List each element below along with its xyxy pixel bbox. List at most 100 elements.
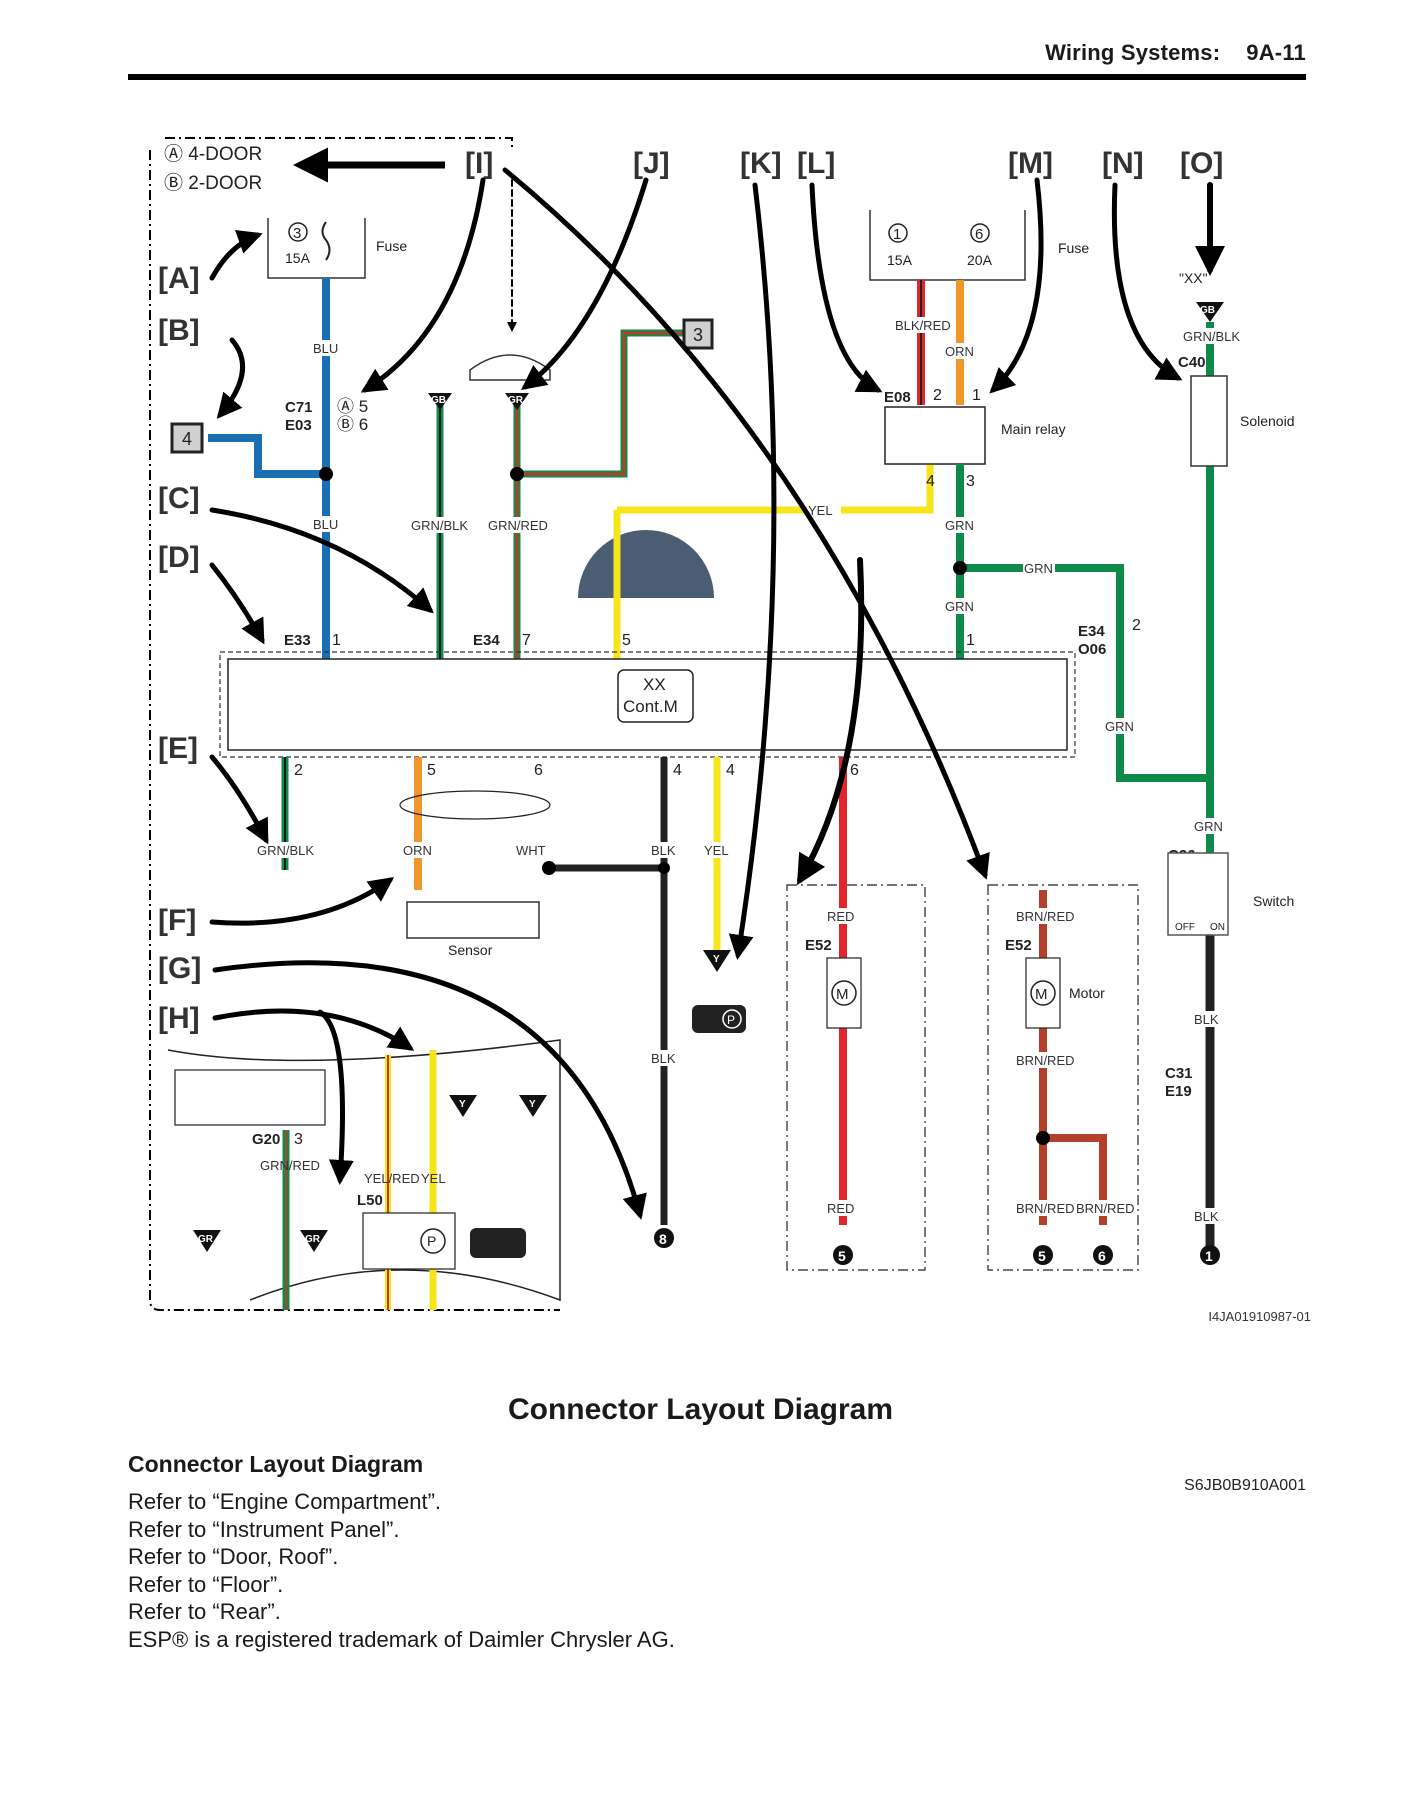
- fuel-pump-icon: [692, 1005, 746, 1033]
- svg-text:1: 1: [332, 632, 341, 649]
- legend-2door: Ⓑ 2-DOOR: [164, 172, 262, 194]
- svg-text:GB: GB: [1200, 305, 1215, 316]
- fuse-icon: [321, 221, 331, 261]
- svg-text:BLK/RED: BLK/RED: [895, 318, 951, 333]
- wire-yel: [617, 465, 934, 514]
- svg-text:P: P: [427, 1233, 436, 1249]
- wire-grn-red-branch: [517, 331, 683, 476]
- svg-text:BLK: BLK: [651, 843, 676, 858]
- callout-o: [O]: [1180, 147, 1223, 180]
- callout-k: [K]: [740, 147, 782, 180]
- watermark-image: [578, 530, 714, 598]
- callout-g: [G]: [158, 952, 201, 985]
- cutaway-panel: [167, 1039, 561, 1302]
- svg-text:Ⓐ 5: Ⓐ 5: [337, 397, 368, 416]
- connector-e33: E33: [284, 632, 311, 649]
- xx-label: "XX": [1179, 270, 1208, 286]
- page-ref-box-3[interactable]: [682, 318, 714, 350]
- module-icon: [617, 669, 694, 723]
- variant-a-box: [786, 884, 926, 1271]
- svg-text:M: M: [836, 986, 849, 1003]
- splice-point: [319, 467, 333, 481]
- connector-e03: E03: [285, 417, 312, 434]
- svg-text:1: 1: [893, 226, 901, 243]
- figure-id: I4JA01910987-01: [1208, 1309, 1311, 1324]
- callout-n: [N]: [1102, 147, 1144, 180]
- svg-text:ORN: ORN: [945, 344, 974, 359]
- svg-text:5: 5: [427, 762, 436, 779]
- reference-item: Refer to “Instrument Panel”.: [128, 1516, 400, 1542]
- svg-text:RED: RED: [827, 909, 854, 924]
- svg-text:E52: E52: [1005, 937, 1032, 954]
- svg-text:GRN/BLK: GRN/BLK: [257, 843, 314, 858]
- svg-text:G20: G20: [252, 1131, 280, 1148]
- ground-8: [654, 1228, 674, 1248]
- svg-text:GRN/BLK: GRN/BLK: [1183, 329, 1240, 344]
- connector-e34-o06: E34: [1078, 623, 1105, 640]
- svg-text:BRN/RED: BRN/RED: [1016, 909, 1075, 924]
- callout-b: [B]: [158, 314, 200, 347]
- fuse-label-left: Fuse: [376, 238, 407, 254]
- svg-text:OFF: OFF: [1175, 922, 1195, 933]
- main-relay: [884, 406, 986, 465]
- reference-item: Refer to “Floor”.: [128, 1571, 284, 1597]
- svg-text:15A: 15A: [887, 252, 913, 268]
- svg-text:BRN/RED: BRN/RED: [1016, 1201, 1075, 1216]
- fuel-pump: [362, 1212, 456, 1270]
- svg-text:P: P: [727, 1013, 735, 1027]
- solenoid: [1190, 375, 1228, 467]
- fuse-box-right: [869, 210, 1026, 281]
- reference-list: Refer to “Engine Compartment”. Refer to …: [128, 1488, 675, 1653]
- page-number: 9A-11: [1246, 40, 1306, 65]
- svg-text:XX: XX: [643, 675, 666, 694]
- main-relay-label: Main relay: [1001, 421, 1066, 437]
- svg-text:L50: L50: [357, 1192, 383, 1209]
- svg-text:4: 4: [673, 762, 682, 779]
- motor-label: Motor: [1069, 985, 1105, 1001]
- callout-l: [L]: [797, 147, 835, 180]
- wire-label-blu-2: BLU: [313, 517, 338, 532]
- badge-gb-right: [1196, 302, 1224, 322]
- svg-text:6: 6: [975, 226, 983, 243]
- callout-i: [I]: [465, 147, 493, 180]
- svg-text:ON: ON: [1210, 922, 1225, 933]
- svg-text:4: 4: [926, 473, 935, 490]
- page-header: Wiring Systems: 9A-11: [1045, 40, 1306, 66]
- badge-gb: [428, 393, 452, 410]
- svg-text:YEL: YEL: [421, 1171, 446, 1186]
- svg-text:BLK: BLK: [1194, 1209, 1219, 1224]
- svg-text:BLK: BLK: [1194, 1012, 1219, 1027]
- svg-text:M: M: [1035, 986, 1048, 1003]
- svg-text:5: 5: [622, 632, 631, 649]
- sensor-label: Sensor: [448, 942, 493, 958]
- svg-text:GRN: GRN: [1024, 561, 1053, 576]
- callout-h: [H]: [158, 1002, 200, 1035]
- svg-text:GR: GR: [305, 1234, 321, 1245]
- callout-c: [C]: [158, 482, 200, 515]
- svg-text:Y: Y: [713, 954, 720, 965]
- wire-label-grn-blk: GRN/BLK: [411, 518, 468, 533]
- fuse-number-3: 3: [293, 225, 301, 242]
- badge-gr-a: [193, 1230, 221, 1252]
- svg-text:7: 7: [522, 632, 531, 649]
- trademark-note: ESP® is a registered trademark of Daimle…: [128, 1626, 675, 1652]
- page-ref-box-4[interactable]: [170, 422, 204, 454]
- svg-text:GR: GR: [198, 1234, 214, 1245]
- instrument-cluster-box: [174, 1069, 326, 1126]
- svg-text:6: 6: [850, 762, 859, 779]
- svg-text:4: 4: [726, 762, 735, 779]
- fuse-rating-15a: 15A: [285, 250, 311, 266]
- connector-e19: E19: [1165, 1083, 1192, 1100]
- connector-e34: E34: [473, 632, 500, 649]
- svg-text:GR: GR: [508, 395, 524, 406]
- connector-e08: E08: [884, 389, 911, 406]
- svg-text:2: 2: [294, 762, 303, 779]
- svg-text:GRN: GRN: [1105, 719, 1134, 734]
- callout-j: [J]: [633, 147, 670, 180]
- section-name: Wiring Systems:: [1045, 40, 1221, 65]
- svg-text:2: 2: [933, 387, 942, 404]
- switch-label: Switch: [1253, 893, 1294, 909]
- shield-icon: [399, 790, 551, 820]
- badge-y: [703, 950, 731, 972]
- section-title: Connector Layout Diagram: [507, 1393, 894, 1426]
